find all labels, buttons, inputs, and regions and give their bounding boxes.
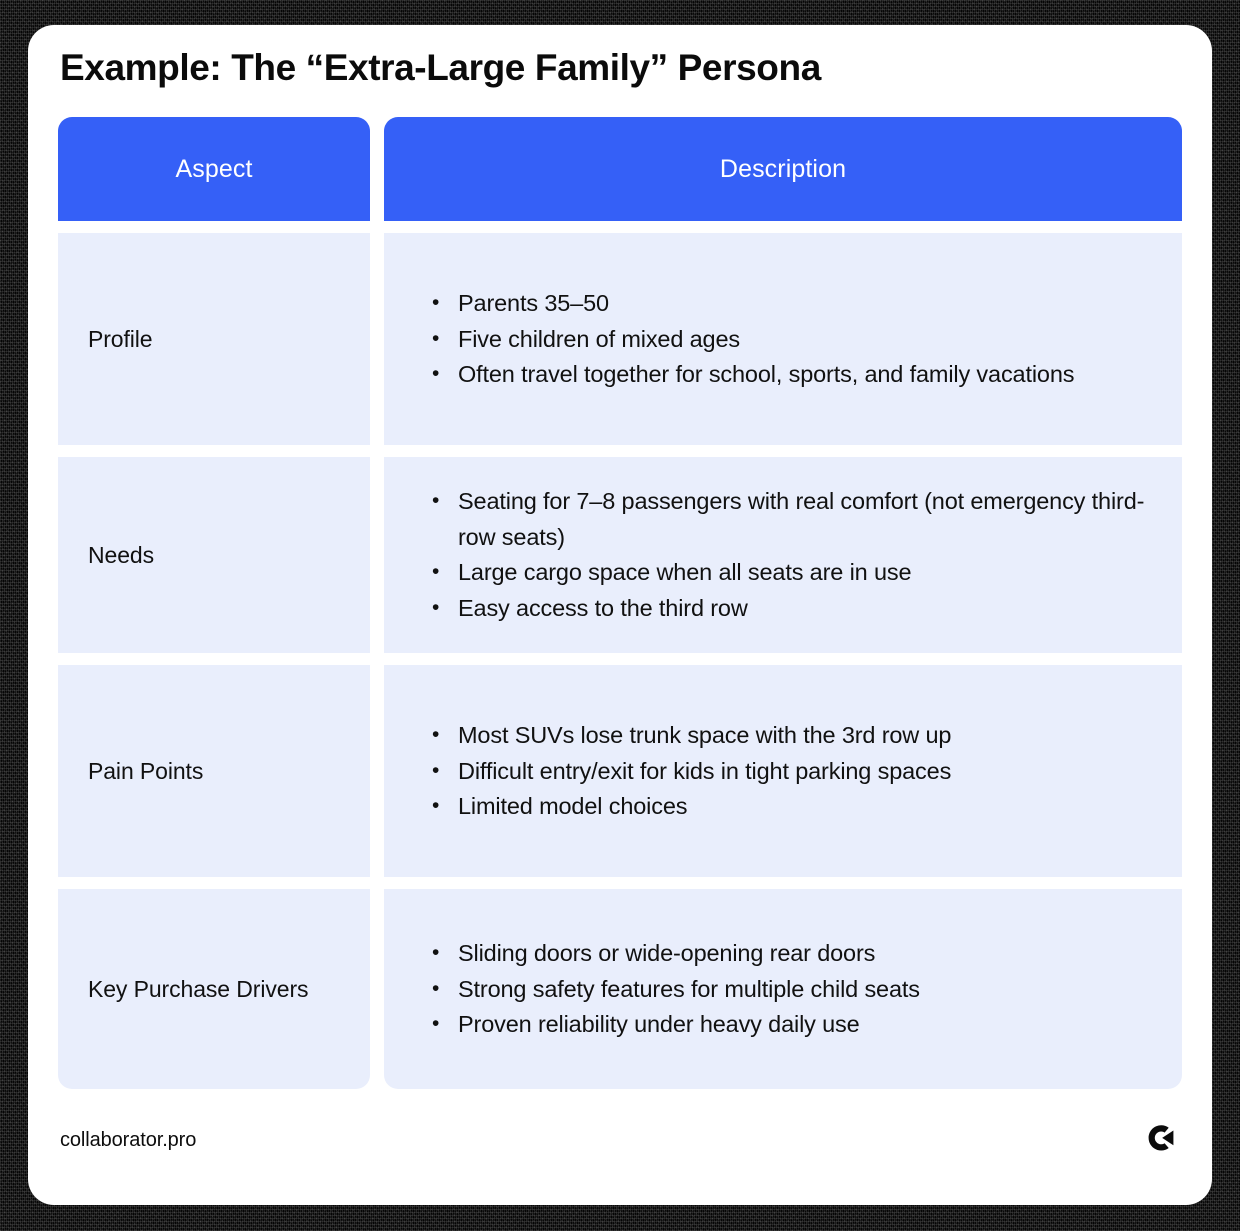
bullet-list-needs: Seating for 7–8 passengers with real com… bbox=[430, 484, 1152, 627]
page-title: Example: The “Extra-Large Family” Person… bbox=[60, 47, 821, 88]
column-header-aspect: Aspect bbox=[175, 154, 253, 183]
table-cell-description: Seating for 7–8 passengers with real com… bbox=[384, 457, 1182, 654]
aspect-label-profile: Profile bbox=[88, 325, 153, 352]
list-item: Five children of mixed ages bbox=[430, 322, 1152, 358]
list-item: Strong safety features for multiple chil… bbox=[430, 972, 1152, 1008]
table-cell-description: Sliding doors or wide-opening rear doors… bbox=[384, 889, 1182, 1090]
table-row: Key Purchase Drivers Sliding doors or wi… bbox=[58, 889, 1182, 1090]
footer-site-name: collaborator.pro bbox=[60, 1129, 197, 1152]
table-header-cell-aspect: Aspect bbox=[58, 117, 370, 222]
list-item: Parents 35–50 bbox=[430, 286, 1152, 322]
collaborator-logo-icon bbox=[1146, 1123, 1176, 1158]
list-item: Large cargo space when all seats are in … bbox=[430, 555, 1152, 591]
list-item: Easy access to the third row bbox=[430, 591, 1152, 627]
bullet-list-key-purchase-drivers: Sliding doors or wide-opening rear doors… bbox=[430, 936, 1152, 1043]
table-cell-description: Parents 35–50 Five children of mixed age… bbox=[384, 233, 1182, 446]
table-cell-aspect: Needs bbox=[58, 457, 370, 654]
aspect-label-needs: Needs bbox=[88, 541, 154, 568]
card-footer: collaborator.pro bbox=[58, 1123, 1182, 1158]
list-item: Most SUVs lose trunk space with the 3rd … bbox=[430, 718, 1152, 754]
card-inner: Example: The “Extra-Large Family” Person… bbox=[58, 46, 1182, 1186]
bullet-list-profile: Parents 35–50 Five children of mixed age… bbox=[430, 286, 1152, 393]
column-header-description: Description bbox=[719, 154, 847, 183]
table-header-row: Aspect Description bbox=[58, 117, 1182, 222]
table-cell-aspect: Key Purchase Drivers bbox=[58, 889, 370, 1090]
list-item: Limited model choices bbox=[430, 789, 1152, 825]
list-item: Sliding doors or wide-opening rear doors bbox=[430, 936, 1152, 972]
list-item: Seating for 7–8 passengers with real com… bbox=[430, 484, 1152, 555]
table-cell-aspect: Profile bbox=[58, 233, 370, 446]
table-cell-aspect: Pain Points bbox=[58, 665, 370, 878]
table-cell-description: Most SUVs lose trunk space with the 3rd … bbox=[384, 665, 1182, 878]
list-item: Proven reliability under heavy daily use bbox=[430, 1007, 1152, 1043]
table-header-cell-description: Description bbox=[384, 117, 1182, 222]
list-item: Difficult entry/exit for kids in tight p… bbox=[430, 754, 1152, 790]
persona-table: Aspect Description Profile Parents 35–50… bbox=[58, 117, 1182, 1090]
table-row: Needs Seating for 7–8 passengers with re… bbox=[58, 457, 1182, 654]
bullet-list-pain-points: Most SUVs lose trunk space with the 3rd … bbox=[430, 718, 1152, 825]
table-row: Pain Points Most SUVs lose trunk space w… bbox=[58, 665, 1182, 878]
aspect-label-key-purchase-drivers: Key Purchase Drivers bbox=[88, 975, 309, 1002]
content-card: Example: The “Extra-Large Family” Person… bbox=[28, 25, 1212, 1205]
list-item: Often travel together for school, sports… bbox=[430, 357, 1152, 393]
table-row: Profile Parents 35–50 Five children of m… bbox=[58, 233, 1182, 446]
aspect-label-pain-points: Pain Points bbox=[88, 757, 204, 784]
